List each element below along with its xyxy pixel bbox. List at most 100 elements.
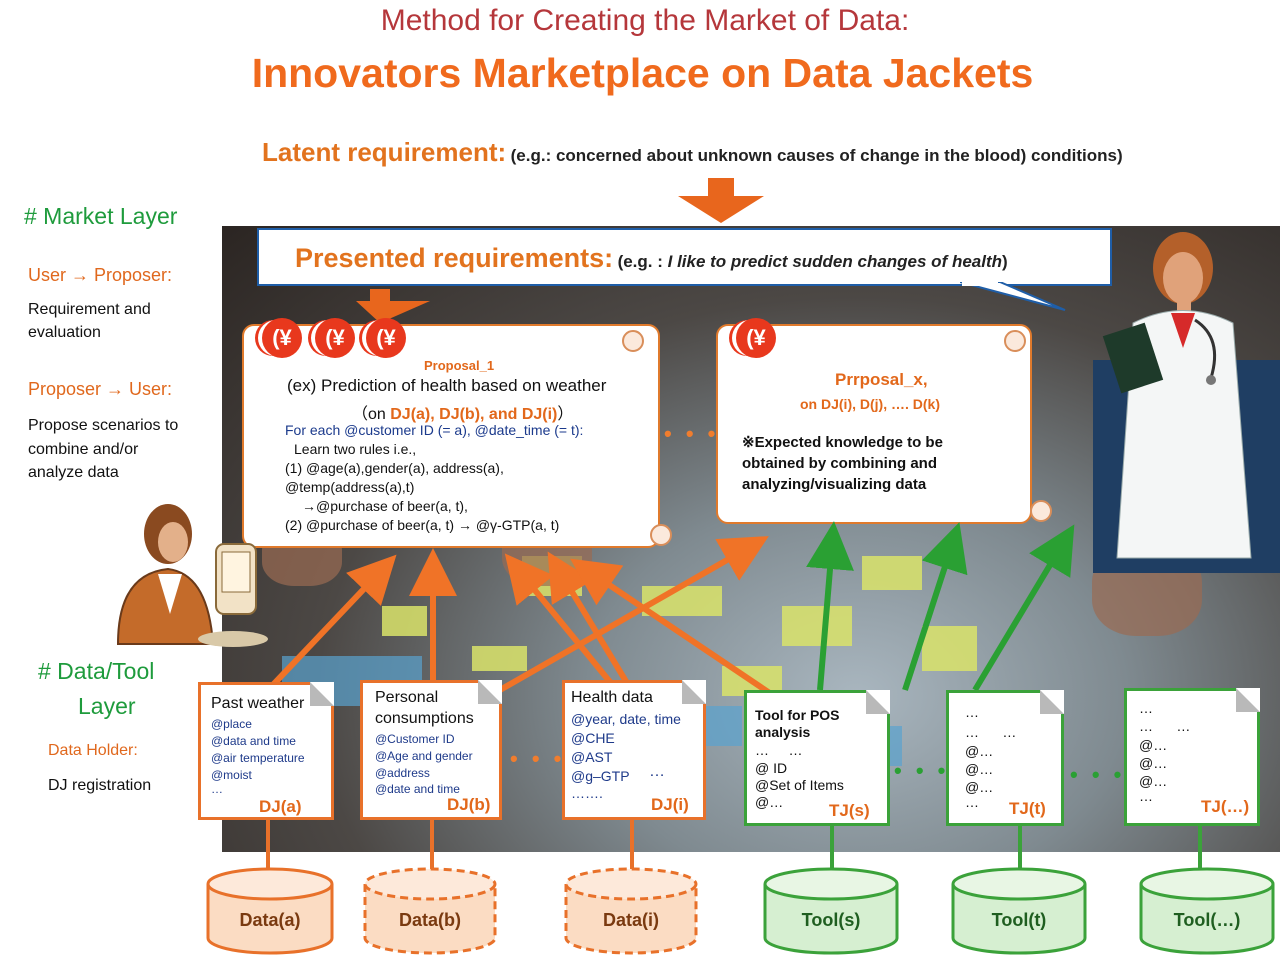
cylinder-label: Data(a) xyxy=(239,910,301,930)
req-eval-line-1: Requirement and xyxy=(28,301,151,318)
proposal-1-title: (ex) Prediction of health based on weath… xyxy=(287,376,607,395)
propose-line-1: Propose scenarios to xyxy=(28,417,179,434)
propose-line-2: combine and/or xyxy=(28,441,139,458)
tj-card-item: … … xyxy=(1139,718,1191,734)
tj-card-item: … xyxy=(965,704,979,720)
yen-coin-icon: (¥ xyxy=(315,318,355,358)
arrow-tjs xyxy=(570,558,782,703)
dj-card-item: @data and time xyxy=(211,734,296,748)
dj-card-b: Personal consumptions @Customer ID @Age … xyxy=(360,680,502,820)
data-tool-layer-heading-2: Layer xyxy=(78,693,136,719)
presented-suffix: ) xyxy=(1002,252,1008,271)
callout-tail xyxy=(960,282,1066,311)
cylinder-tool-s: Tool(s) xyxy=(762,866,900,956)
proposer-to-user: Proposer → User: xyxy=(28,379,173,399)
tj-dots: • • • xyxy=(894,758,950,783)
dj-card-label: DJ(b) xyxy=(447,795,491,814)
presented-prefix: (e.g. : xyxy=(617,252,668,271)
dj-card-title: Personal xyxy=(375,689,439,706)
proposal-x-line-3: analyzing/visualizing data xyxy=(742,476,927,493)
tj-card-item: @… xyxy=(965,779,994,795)
tj-card-label: TJ(t) xyxy=(1009,799,1046,818)
tj-card-item: … xyxy=(1139,700,1153,716)
yen-coin-icon: (¥ xyxy=(736,318,776,358)
proposal-1-line-4: @temp(address(a),t) xyxy=(285,479,415,495)
arrow-dji-1 xyxy=(504,553,618,690)
tj-card-item: … xyxy=(1139,788,1153,804)
arrow-djb-x xyxy=(498,536,769,693)
tj-card-item: @ ID xyxy=(755,760,788,776)
tj-card-item: @… xyxy=(1139,773,1168,789)
title-line-2: Innovators Marketplace on Data Jackets xyxy=(251,50,1034,96)
dj-card-item: @date and time xyxy=(375,782,460,796)
proposal-1-line-1: For each @customer ID (= a), @date_time … xyxy=(285,422,584,438)
tj-card-item: @… xyxy=(755,794,784,810)
dj-card-item: @address xyxy=(375,766,430,780)
tj-card-item: … … xyxy=(965,724,1017,740)
proposal-1-line-2: Learn two rules i.e., xyxy=(294,441,417,457)
latent-requirement: Latent requirement: (e.g.: concerned abo… xyxy=(262,137,1123,168)
user-to-proposer: User → Proposer: xyxy=(28,265,173,285)
tj-card-label: TJ(…) xyxy=(1201,797,1250,816)
tj-card-item: @… xyxy=(965,761,994,777)
dj-card-item: @moist xyxy=(211,768,252,782)
proposal-1-on: （on DJ(a), DJ(b), and DJ(i)） xyxy=(352,406,574,423)
doctor-figure xyxy=(1093,232,1280,573)
proposal-1-line-6: (2) @purchase of beer(a, t) → @γ-GTP(a, … xyxy=(285,517,560,533)
cylinder-data-i: Data(i) xyxy=(563,866,699,956)
arrow-tjn-x xyxy=(972,524,1075,692)
tj-card-label: TJ(s) xyxy=(829,801,870,820)
yen-coin-icon: (¥ xyxy=(366,318,406,358)
cylinder-label: Tool(s) xyxy=(801,910,861,930)
arrow-tjs-x xyxy=(806,521,854,691)
scroll-curl xyxy=(622,330,644,352)
cylinder-tool-t: Tool(t) xyxy=(950,866,1088,956)
dj-card-i: Health data @year, date, time @CHE @AST … xyxy=(562,680,706,820)
cylinder-label: Data(b) xyxy=(399,910,461,930)
dj-card-label: DJ(a) xyxy=(259,797,302,816)
tj-dots: • • • xyxy=(1070,762,1126,787)
tj-card-n: … … … @… @… @… … TJ(…) xyxy=(1124,688,1260,826)
market-layer-heading: # Market Layer xyxy=(24,203,178,229)
dj-card-item: ……. xyxy=(571,785,603,801)
dj-card-item: … xyxy=(649,763,665,780)
dj-card-a: Past weather @place @data and time @air … xyxy=(198,682,334,820)
yen-coin-icon: (¥ xyxy=(262,318,302,358)
proposal-1-line-3: (1) @age(a),gender(a), address(a), xyxy=(285,460,504,476)
tj-card-item: @… xyxy=(965,743,994,759)
data-holder-figure xyxy=(116,504,268,647)
req-eval-line-2: evaluation xyxy=(28,324,101,341)
proposal-dots: • • • xyxy=(664,421,720,446)
cylinder-data-a: Data(a) xyxy=(205,866,335,956)
data-holder: Data Holder: xyxy=(48,742,138,759)
dj-card-item: @g–GTP xyxy=(571,768,630,784)
tj-card-s: Tool for POS analysis … … @ ID @Set of I… xyxy=(744,690,890,826)
proposal-1-box xyxy=(242,324,660,548)
arrow-dja xyxy=(267,554,397,691)
tj-card-item: @… xyxy=(1139,737,1168,753)
dj-card-item: @place xyxy=(211,717,252,731)
small-down-arrow-icon xyxy=(356,289,430,323)
scroll-curl xyxy=(1030,500,1052,522)
latent-colon: : xyxy=(497,137,507,167)
dj-dots: • • • xyxy=(510,746,566,771)
proposal-1-label: Proposal_1 xyxy=(424,358,495,373)
dj-card-item: @AST xyxy=(571,749,613,765)
presented-example: I like to predict sudden changes of heal… xyxy=(667,252,1003,271)
dj-card-item: @air temperature xyxy=(211,751,305,765)
cylinder-tool-n: Tool(…) xyxy=(1138,866,1276,956)
dj-card-label: DJ(i) xyxy=(651,795,689,814)
cylinder-label: Tool(…) xyxy=(1173,910,1241,930)
title-line-1: Method for Creating the Market of Data: xyxy=(380,4,910,37)
tj-card-title: Tool for POS xyxy=(755,707,840,723)
proposal-x-line-2: obtained by combining and xyxy=(742,455,937,472)
tj-card-item: … xyxy=(965,794,979,810)
latent-example: (e.g.: concerned about unknown causes of… xyxy=(510,146,1123,165)
dj-card-title: Past weather xyxy=(211,695,305,712)
presented-callout xyxy=(257,228,1112,286)
dj-card-item: @Customer ID xyxy=(375,732,455,746)
dj-card-item: @Age and gender xyxy=(375,749,473,763)
cylinder-data-b: Data(b) xyxy=(362,866,498,956)
proposal-x-on: on DJ(i), D(j), …. D(k) xyxy=(800,396,940,412)
